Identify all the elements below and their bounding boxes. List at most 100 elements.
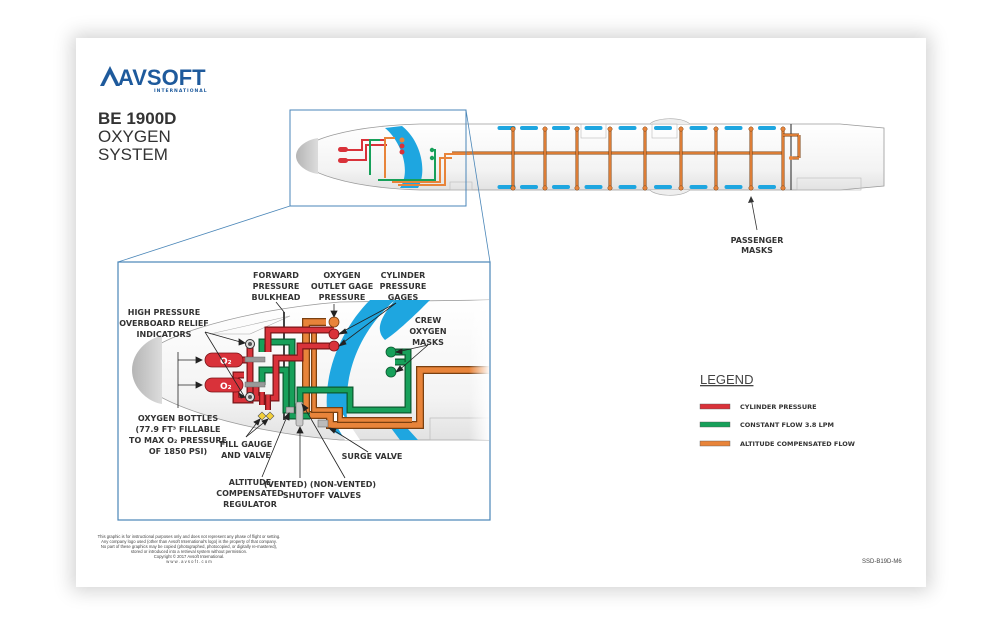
oxygen-bottle-upper: O₂	[204, 352, 244, 368]
cabin-window	[552, 126, 570, 130]
label-bottles-4: OF 1850 PSI)	[149, 447, 207, 456]
svg-text:Copyright © 2017 Avsoft Intern: Copyright © 2017 Avsoft International.	[154, 554, 225, 559]
relief-indicator-upper	[245, 339, 255, 349]
svg-text:CYLINDER PRESSURE: CYLINDER PRESSURE	[740, 403, 817, 411]
passenger-mask-outlet	[780, 185, 786, 191]
cabin-window	[618, 126, 637, 130]
passenger-mask-outlet	[574, 185, 580, 191]
label-crew-masks-2: OXYGEN	[409, 327, 446, 336]
shutoff-valve-vented	[295, 401, 304, 427]
svg-text:stored or introduced into a re: stored or introduced into a retrieval sy…	[131, 549, 247, 554]
cabin-window	[520, 126, 538, 130]
passenger-mask-outlet	[542, 126, 548, 132]
aircraft-overview	[296, 118, 885, 196]
disclaimer: This graphic is for instructional purpos…	[98, 534, 281, 564]
svg-text:No part of these graphics may: No part of these graphics may be copied …	[101, 544, 277, 549]
label-crew-masks-3: MASKS	[412, 338, 444, 347]
passenger-mask-outlet	[510, 126, 516, 132]
passenger-mask-outlet	[678, 185, 684, 191]
crew-mask-2-icon	[385, 366, 397, 378]
cabin-window	[654, 185, 672, 189]
passenger-mask-outlet	[642, 185, 648, 191]
label-shutoff-1: (VENTED) (NON-VENTED)	[264, 480, 376, 489]
cabin-window	[689, 126, 708, 130]
cabin-window	[552, 185, 570, 189]
passenger-mask-outlet	[607, 185, 613, 191]
svg-text:This graphic is for instructio: This graphic is for instructional purpos…	[98, 534, 281, 539]
title-model: BE 1900D	[98, 109, 176, 128]
legend-heading: LEGEND	[700, 372, 753, 387]
avsoft-logo: AVSOFT INTERNATIONAL	[100, 65, 208, 94]
label-outlet-gage-2: OUTLET GAGE	[311, 282, 373, 291]
fill-valve-icon	[265, 411, 275, 421]
legend-swatch	[699, 403, 731, 410]
legend-item-constant-flow: CONSTANT FLOW 3.8 LPM	[699, 421, 834, 429]
cabin-window	[758, 126, 776, 130]
cabin-window	[654, 126, 672, 130]
label-forward-bulkhead-2: PRESSURE	[253, 282, 300, 291]
passenger-mask-outlet	[780, 126, 786, 132]
label-passenger-masks-2: MASKS	[741, 246, 773, 255]
cabin-window	[618, 185, 637, 189]
logo-text: AVSOFT	[118, 65, 206, 90]
label-cylinder-gages-1: CYLINDER	[381, 271, 426, 280]
label-hp-relief-1: HIGH PRESSURE	[128, 308, 201, 317]
label-regulator-3: REGULATOR	[223, 500, 277, 509]
label-crew-masks-1: CREW	[415, 316, 441, 325]
label-regulator-2: COMPENSATED	[216, 489, 284, 498]
title-line2: OXYGEN	[98, 127, 171, 146]
cabin-window	[724, 185, 743, 189]
svg-text:O₂: O₂	[220, 382, 232, 392]
label-surge-valve: SURGE VALVE	[342, 452, 403, 461]
legend-swatch	[699, 421, 731, 428]
cabin-window	[584, 185, 603, 189]
outlet-gage-icon	[328, 316, 340, 328]
legend-item-altitude-compensated: ALTITUDE COMPENSATED FLOW	[699, 440, 855, 448]
label-outlet-gage-3: PRESSURE	[319, 293, 366, 302]
surge-valve-icon	[317, 419, 329, 428]
aft-outlet	[789, 156, 793, 160]
label-fill-gauge-1: FILL GAUGE	[220, 440, 272, 449]
legend-item-cylinder-pressure: CYLINDER PRESSURE	[699, 403, 817, 411]
detail-view: O₂ O₂	[117, 261, 491, 521]
passenger-mask-outlet	[510, 185, 516, 191]
passenger-mask-outlet	[542, 185, 548, 191]
title-line3: SYSTEM	[98, 145, 168, 164]
passenger-mask-outlet	[642, 126, 648, 132]
svg-text:ALTITUDE COMPENSATED FLOW: ALTITUDE COMPENSATED FLOW	[740, 440, 855, 448]
cabin-window	[724, 126, 743, 130]
cabin-window	[584, 126, 603, 130]
label-passenger-masks-1: PASSENGER	[731, 236, 784, 245]
label-outlet-gage-1: OXYGEN	[323, 271, 360, 280]
zoom-frame-small	[289, 109, 467, 207]
label-bottles-3: TO MAX O₂ PRESSURE	[129, 436, 227, 445]
cabin-window	[689, 185, 708, 189]
svg-text:Any company logo used (other t: Any company logo used (other than Avsoft…	[101, 539, 277, 544]
passenger-mask-outlet	[607, 126, 613, 132]
label-forward-bulkhead-3: BULKHEAD	[252, 293, 301, 302]
passenger-mask-outlet	[713, 126, 719, 132]
passenger-mask-outlet	[748, 185, 754, 191]
relief-indicator-lower	[245, 392, 255, 402]
label-cylinder-gages-2: PRESSURE	[380, 282, 427, 291]
legend: LEGEND CYLINDER PRESSURE CONSTANT FLOW 3…	[699, 372, 855, 448]
oxygen-bottle-lower: O₂	[204, 377, 244, 393]
cylinder-gage-2-icon	[328, 340, 340, 352]
passenger-mask-outlet	[713, 185, 719, 191]
zoom-connector-right	[465, 109, 491, 263]
document-code: SSD-B19D-M6	[862, 559, 902, 565]
label-forward-bulkhead-1: FORWARD	[253, 271, 299, 280]
label-cylinder-gages-3: GAGES	[388, 293, 419, 302]
label-hp-relief-2: OVERBOARD RELIEF	[119, 319, 209, 328]
label-regulator-1: ALTITUDE	[229, 478, 271, 487]
logo-subtext: INTERNATIONAL	[154, 88, 208, 94]
cylinder-gage-1-icon	[328, 328, 340, 340]
label-shutoff-2: SHUTOFF VALVES	[283, 491, 361, 500]
passenger-mask-outlet	[678, 126, 684, 132]
label-hp-relief-3: INDICATORS	[137, 330, 192, 339]
cabin-window	[758, 185, 776, 189]
cabin-window	[520, 185, 538, 189]
label-fill-gauge-2: AND VALVE	[221, 451, 271, 460]
label-bottles-2: (77.9 FT³ FILLABLE	[136, 425, 221, 434]
